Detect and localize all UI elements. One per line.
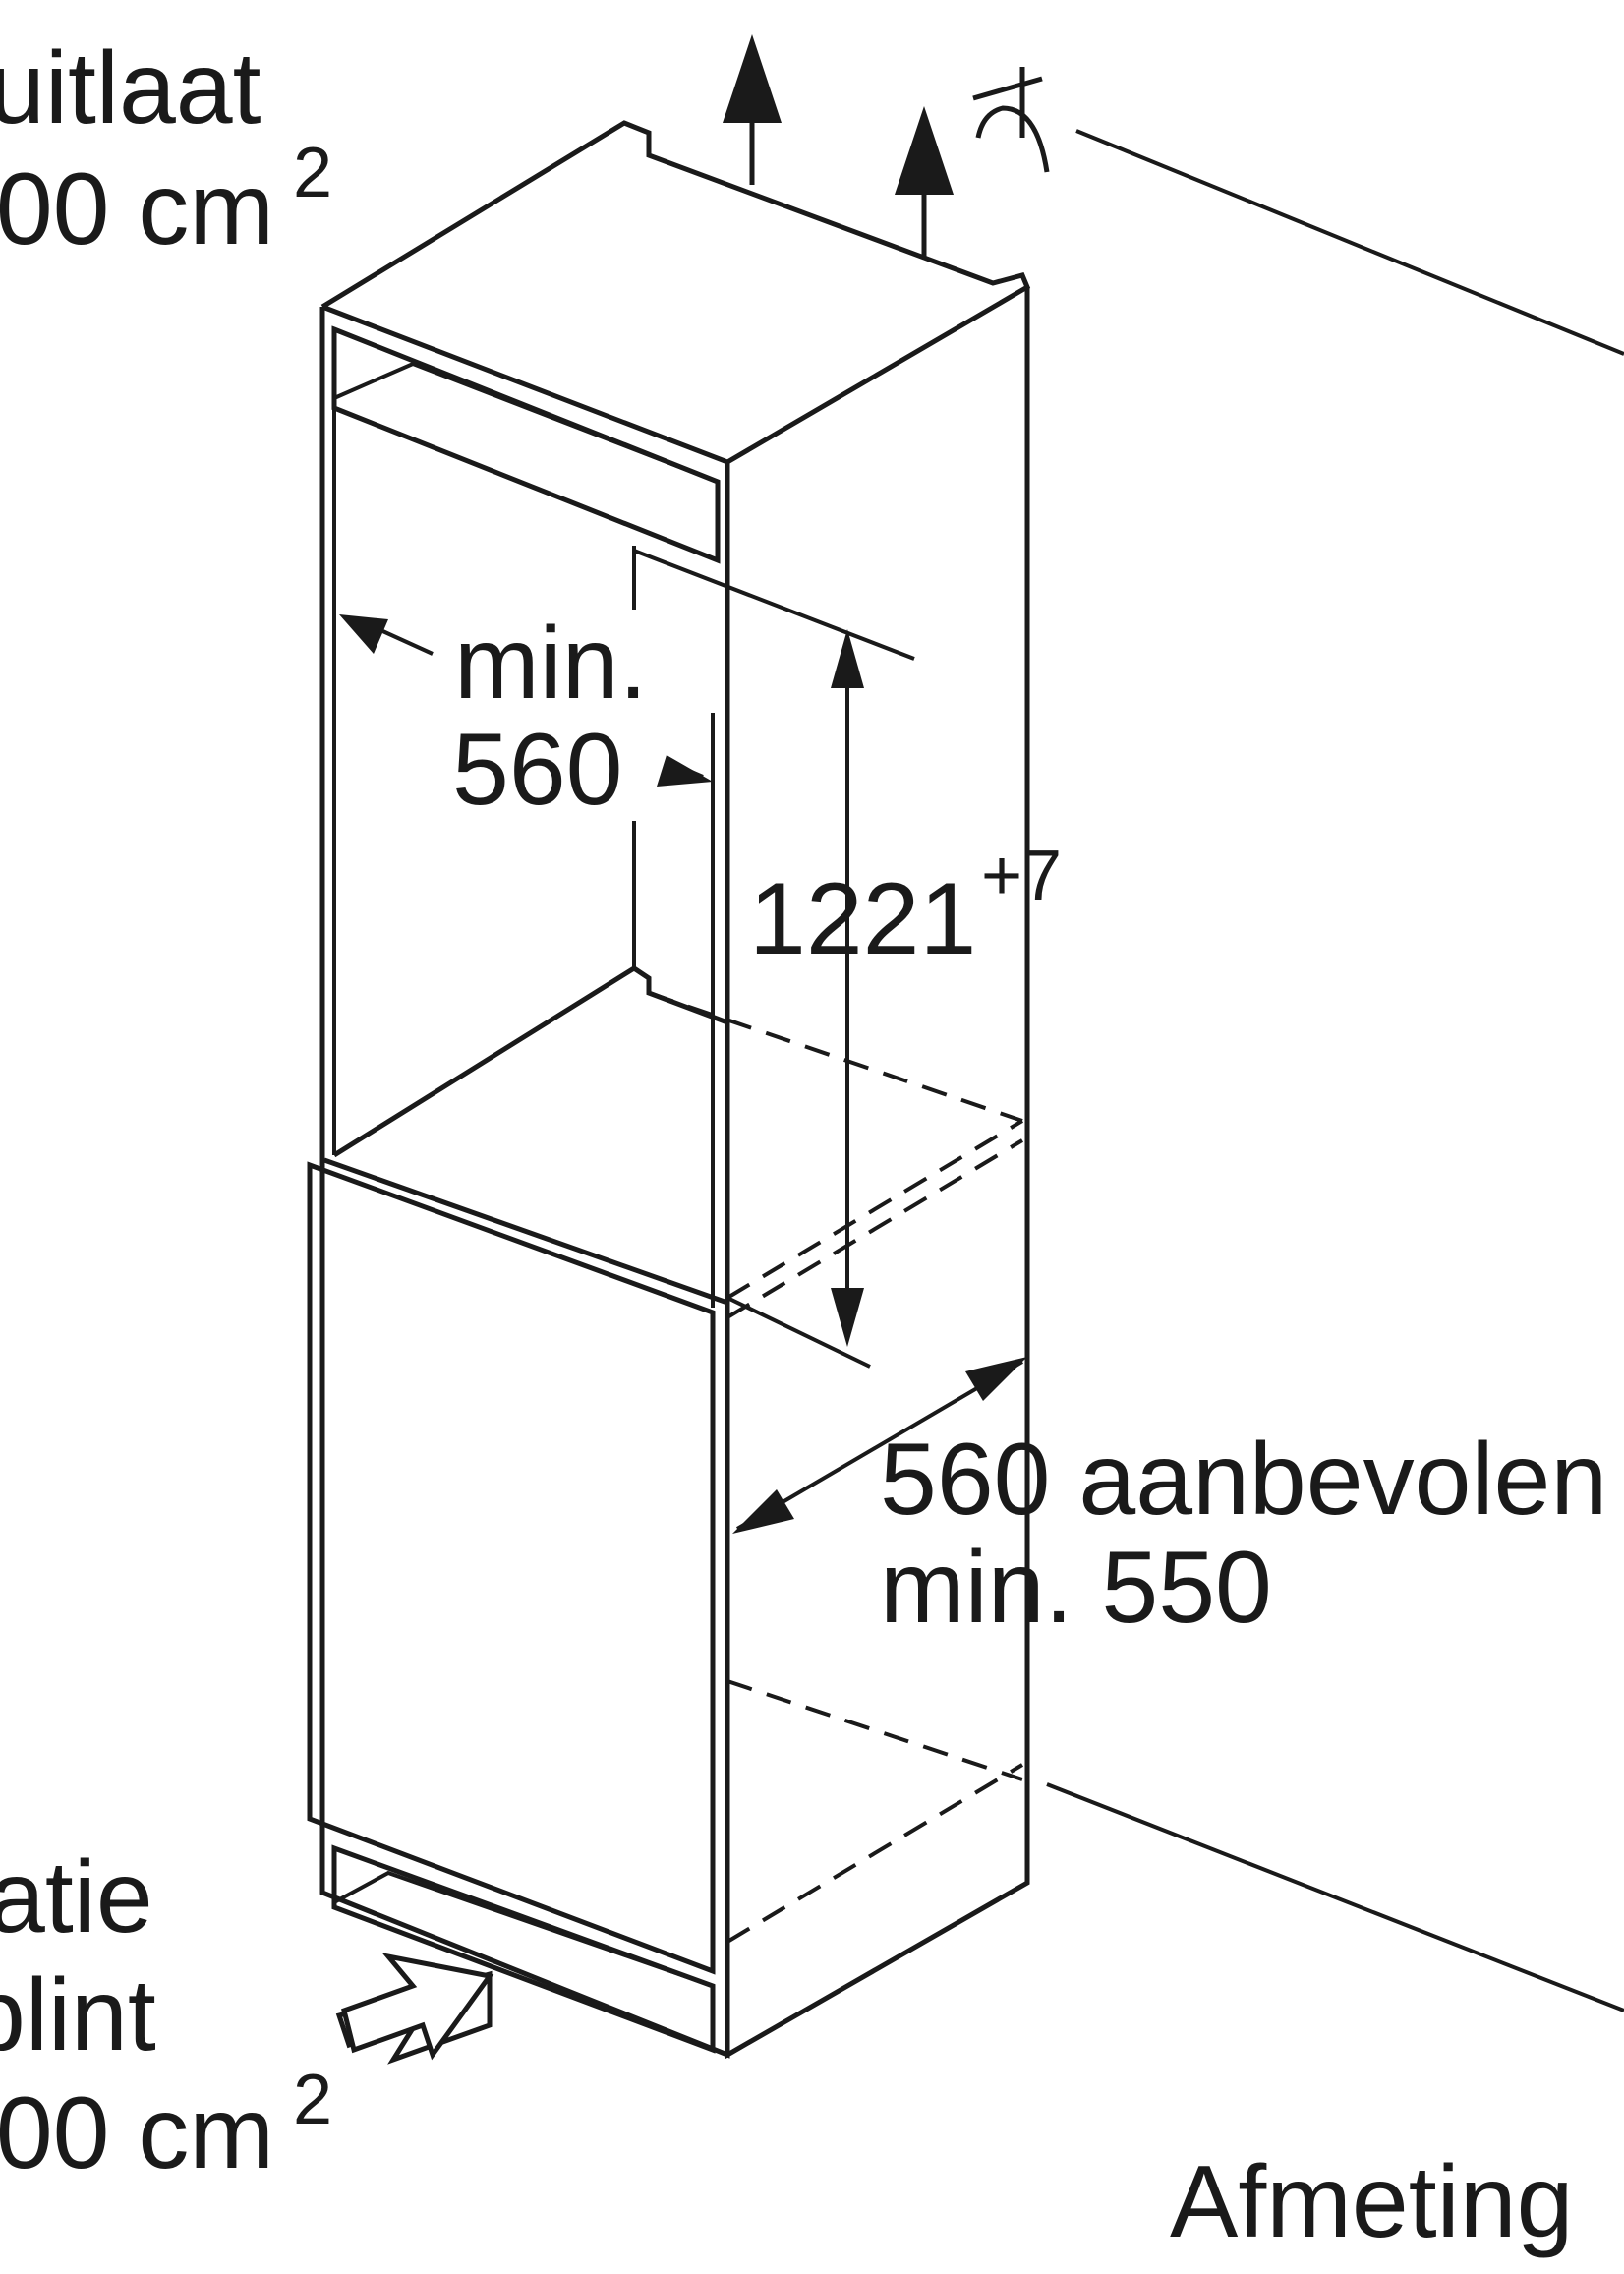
up-arrow-icon [723,34,954,258]
cabinet-right-side [725,287,1030,2060]
dashed-shelf-back-1 [725,1119,1024,1300]
niche-shelf [332,965,728,1158]
top-vent-inner [333,361,719,484]
leader-line-top-right [1075,129,1624,356]
footer-label: Afmeting [1170,2145,1573,2259]
top-vent-opening [331,325,721,564]
width-dimension [339,614,713,787]
height-tolerance: +7 [981,837,1062,915]
appliance-door [307,1161,716,1975]
plinth-inner [333,1870,714,1988]
dashed-bottom-depth [726,1679,1023,1781]
depth-recommended: 560 aanbevolen [880,1423,1607,1537]
height-value: 1221 [749,862,976,976]
outlet-area-sup: 2 [293,134,332,212]
shelf-front-lip [323,1157,728,1306]
outlet-label: uitlaat [0,31,261,146]
dashed-bottom-back [725,1763,1024,1944]
leader-line-bottom-right [1046,1782,1624,2012]
dashed-shelf-depth [648,991,1023,1123]
cabinet-top [320,120,1031,465]
inlet-label-line1: atie [0,1840,153,1954]
hidden-lines [648,991,1024,1944]
height-dimension [633,549,915,1369]
inlet-arrow [341,1953,494,2061]
depth-minimum: min. 550 [880,1531,1272,1645]
width-min-value: 560 [452,713,623,827]
depth-dimension [732,1357,1027,1534]
inlet-area-sup: 2 [293,2061,332,2139]
outlet-area: 200 cm [0,152,274,266]
break-mark-icon [972,67,1050,173]
cabinet [307,120,1031,2060]
dashed-shelf-back-2 [725,1138,1024,1319]
width-min-label: min. [454,607,647,721]
inlet-label-line2: plint [0,1958,156,2072]
inlet-area: 200 cm [0,2076,274,2190]
